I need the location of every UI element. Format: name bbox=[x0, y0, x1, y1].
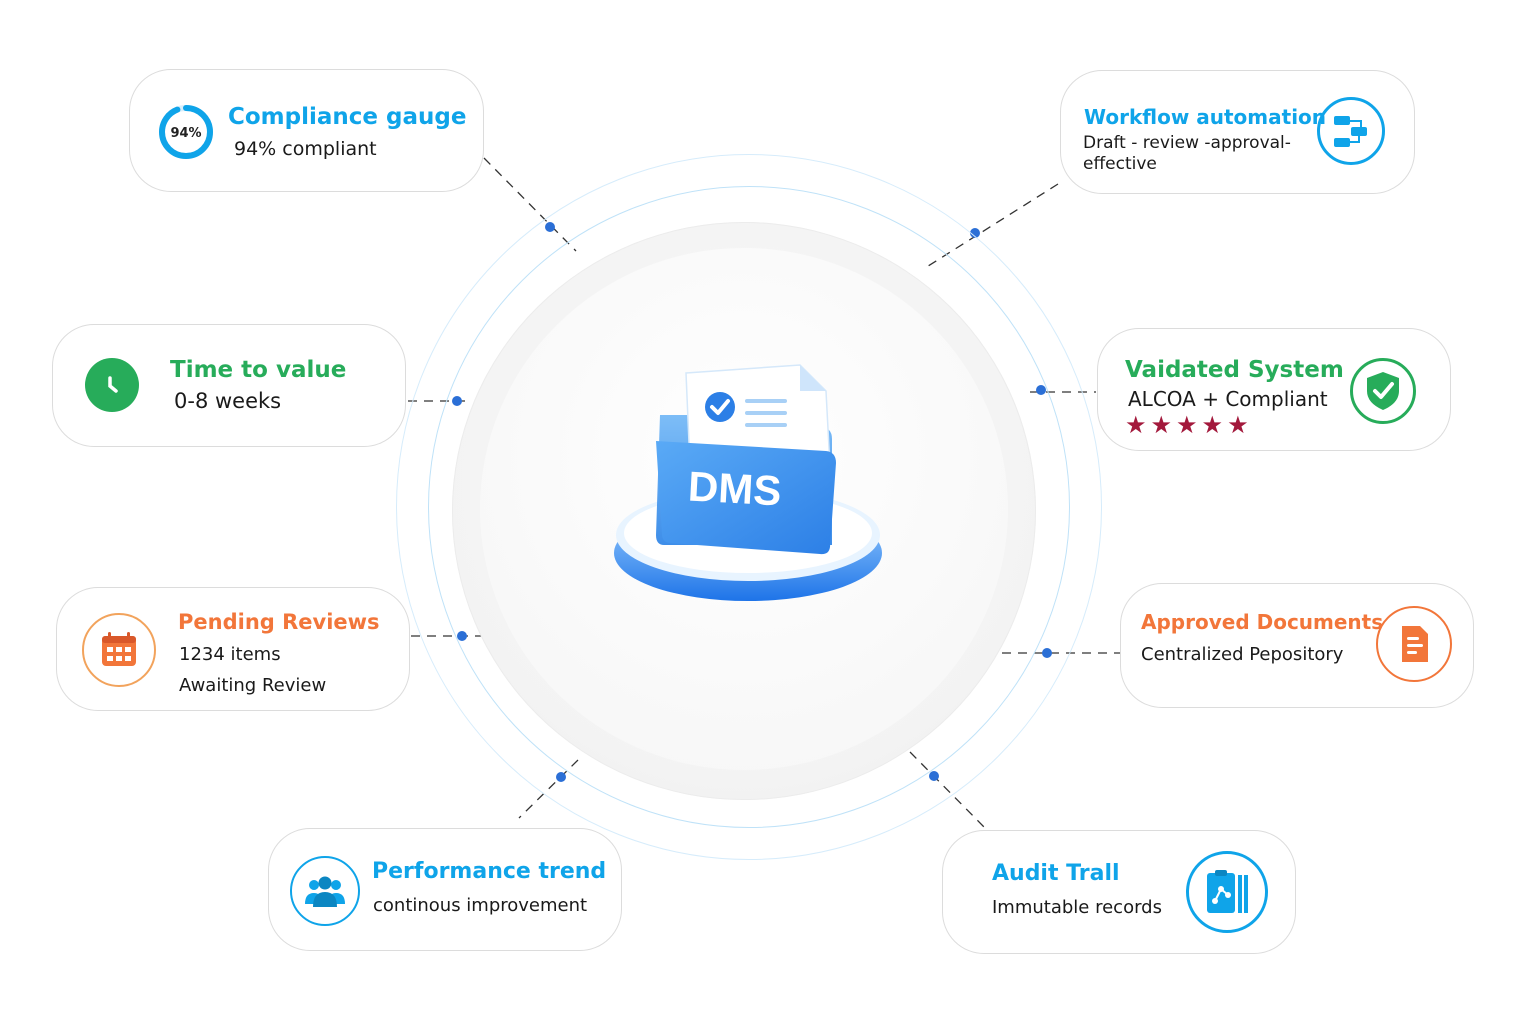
card-text: continous improvement bbox=[373, 895, 588, 916]
shield-check-icon bbox=[1350, 358, 1416, 424]
card-text: Centralized Pepository bbox=[1141, 644, 1344, 665]
hub-label: DMS bbox=[687, 463, 783, 515]
clock-icon bbox=[85, 358, 139, 412]
middle-ring bbox=[428, 186, 1070, 828]
card-audit-trail[interactable]: Audit Trall Immutable records bbox=[942, 830, 1296, 954]
calendar-icon bbox=[82, 613, 156, 687]
card-text: Immutable records bbox=[992, 897, 1162, 918]
card-title: Pending Reviews bbox=[178, 610, 380, 634]
workflow-icon bbox=[1317, 97, 1385, 165]
card-workflow-automation[interactable]: Workflow automation Draft - review -appr… bbox=[1060, 70, 1415, 194]
users-group-icon bbox=[290, 856, 360, 926]
connector-performance bbox=[518, 759, 579, 819]
card-time-to-value[interactable]: Time to value 0-8 weeks bbox=[52, 324, 406, 447]
clipboard-icon bbox=[1186, 851, 1268, 933]
donut-gauge-icon: 94% bbox=[159, 105, 213, 159]
card-text-line2: effective bbox=[1083, 154, 1157, 174]
card-text: 0-8 weeks bbox=[174, 389, 282, 413]
gauge-label: 94% bbox=[170, 126, 201, 141]
card-title: Performance trend bbox=[372, 859, 607, 884]
card-title: Approved Documents bbox=[1141, 610, 1384, 634]
card-text: 94% compliant bbox=[234, 138, 377, 160]
card-text-line2: Awaiting Review bbox=[179, 675, 327, 696]
card-title: Vaidated System bbox=[1125, 357, 1344, 383]
card-text-line1: 1234 items bbox=[179, 644, 281, 665]
card-text: ALCOA + Compliant bbox=[1128, 387, 1328, 411]
outer-ring bbox=[396, 154, 1102, 860]
star-rating: ★★★★★ bbox=[1125, 411, 1253, 439]
card-title: Compliance gauge bbox=[228, 104, 467, 130]
card-title: Audit Trall bbox=[992, 861, 1120, 886]
card-approved-documents[interactable]: Approved Documents Centralized Pepositor… bbox=[1120, 583, 1474, 708]
card-performance-trend[interactable]: Performance trend continous improvement bbox=[268, 828, 622, 951]
connector-compliance bbox=[483, 157, 577, 252]
dms-folder-icon: DMS bbox=[614, 364, 882, 601]
card-compliance-gauge[interactable]: 94% Compliance gauge 94% compliant bbox=[129, 69, 484, 192]
card-title: Time to value bbox=[170, 357, 347, 383]
card-pending-reviews[interactable]: Pending Reviews 1234 items Awaiting Revi… bbox=[56, 587, 410, 711]
card-text-line1: Draft - review -approval- bbox=[1083, 133, 1291, 153]
card-validated-system[interactable]: Vaidated System ALCOA + Compliant ★★★★★ bbox=[1097, 328, 1451, 451]
card-title: Workflow automation bbox=[1084, 105, 1327, 129]
document-icon bbox=[1376, 606, 1452, 682]
